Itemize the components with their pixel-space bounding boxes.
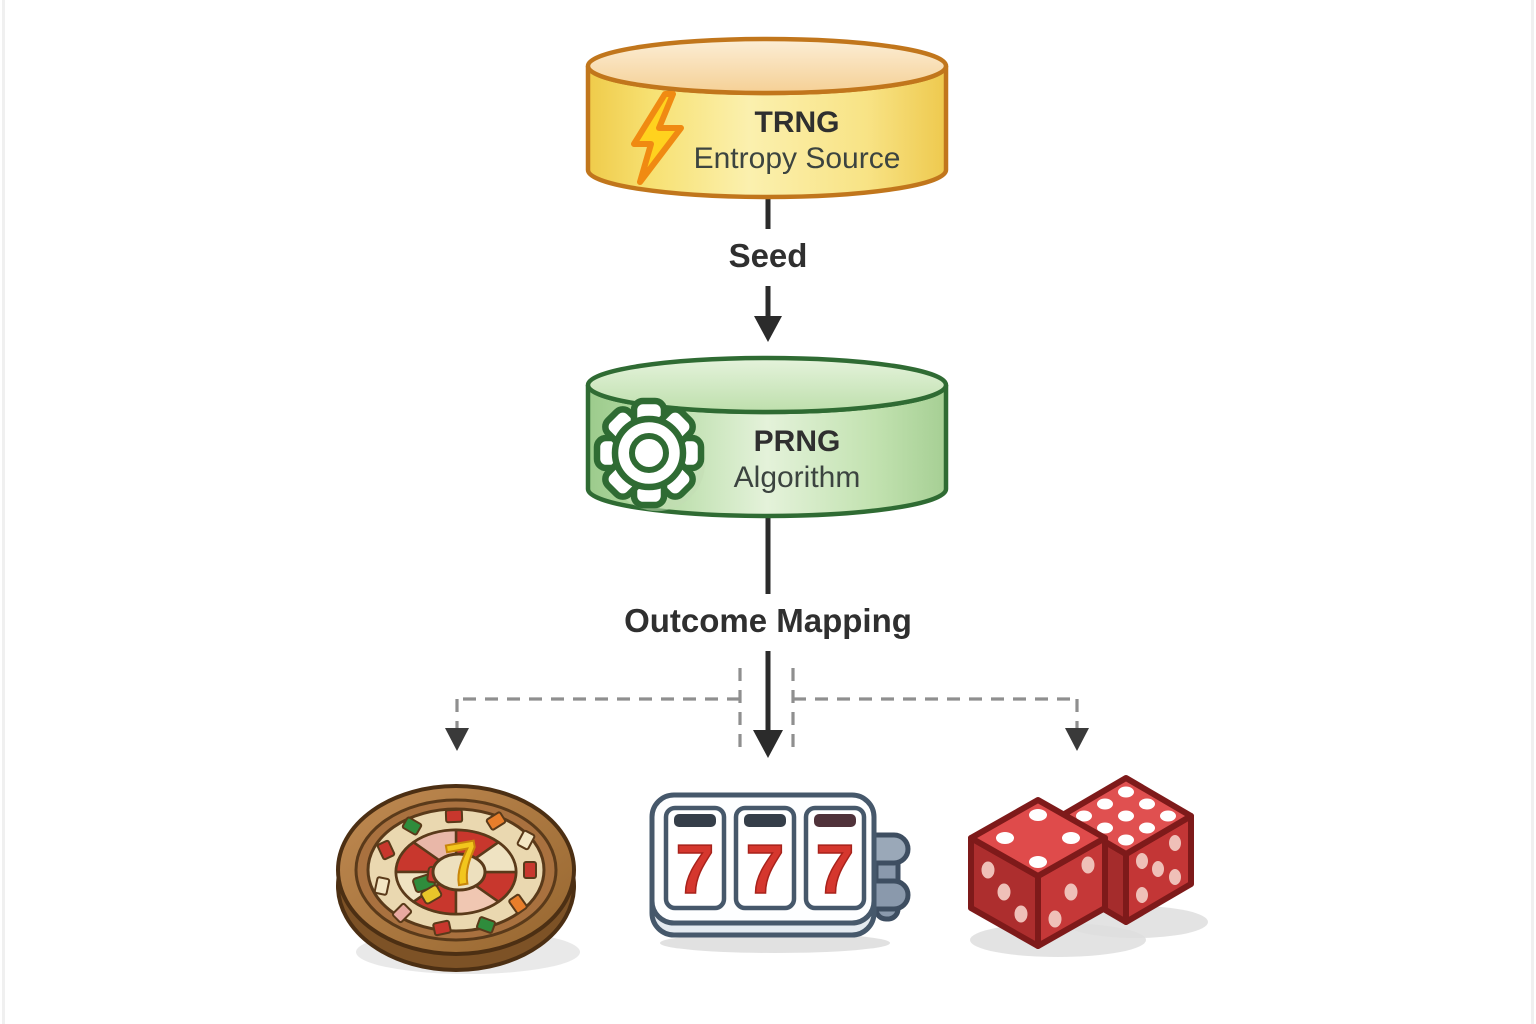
slot-digit: 7 (816, 830, 855, 908)
slot-reel: 7 (663, 805, 727, 911)
gear-icon (593, 397, 705, 511)
outcome-mapping-label: Outcome Mapping (624, 602, 912, 639)
die-left (968, 797, 1108, 949)
prng-node-text: PRNG Algorithm (645, 424, 949, 495)
prng-node: PRNG Algorithm (583, 355, 951, 519)
roulette-tiles (373, 808, 537, 937)
lightning-bolt-icon (631, 91, 684, 185)
trng-node-text: TRNG Entropy Source (645, 105, 949, 176)
roulette-wheel-icon: 7 (336, 784, 580, 974)
slot-reels: 7 7 7 (663, 805, 867, 911)
slot-digit: 7 (746, 830, 785, 908)
seed-edge-label: Seed (728, 237, 808, 274)
trng-cylinder (585, 36, 949, 200)
seed-to-prng-arrow (754, 286, 782, 342)
right-edge-line (1531, 0, 1534, 1024)
prng-subtitle: Algorithm (733, 461, 861, 494)
trng-node: TRNG Entropy Source (583, 36, 951, 200)
dashed-branch-arrowheads (445, 728, 1089, 751)
slot-shadow (660, 933, 890, 953)
outcome-to-slot-arrow (753, 651, 783, 758)
left-edge-line (2, 0, 5, 1024)
slot-reel: 7 (803, 805, 867, 911)
slot-machine-icon: 7 7 7 (649, 792, 911, 953)
dashed-branch-lines (455, 668, 1079, 753)
slot-digit: 7 (676, 830, 715, 908)
slot-reel: 7 (733, 805, 797, 911)
dice-icon (968, 775, 1208, 957)
trng-subtitle: Entropy Source (693, 142, 901, 175)
trng-title: TRNG (754, 106, 840, 139)
prng-title: PRNG (753, 425, 841, 458)
